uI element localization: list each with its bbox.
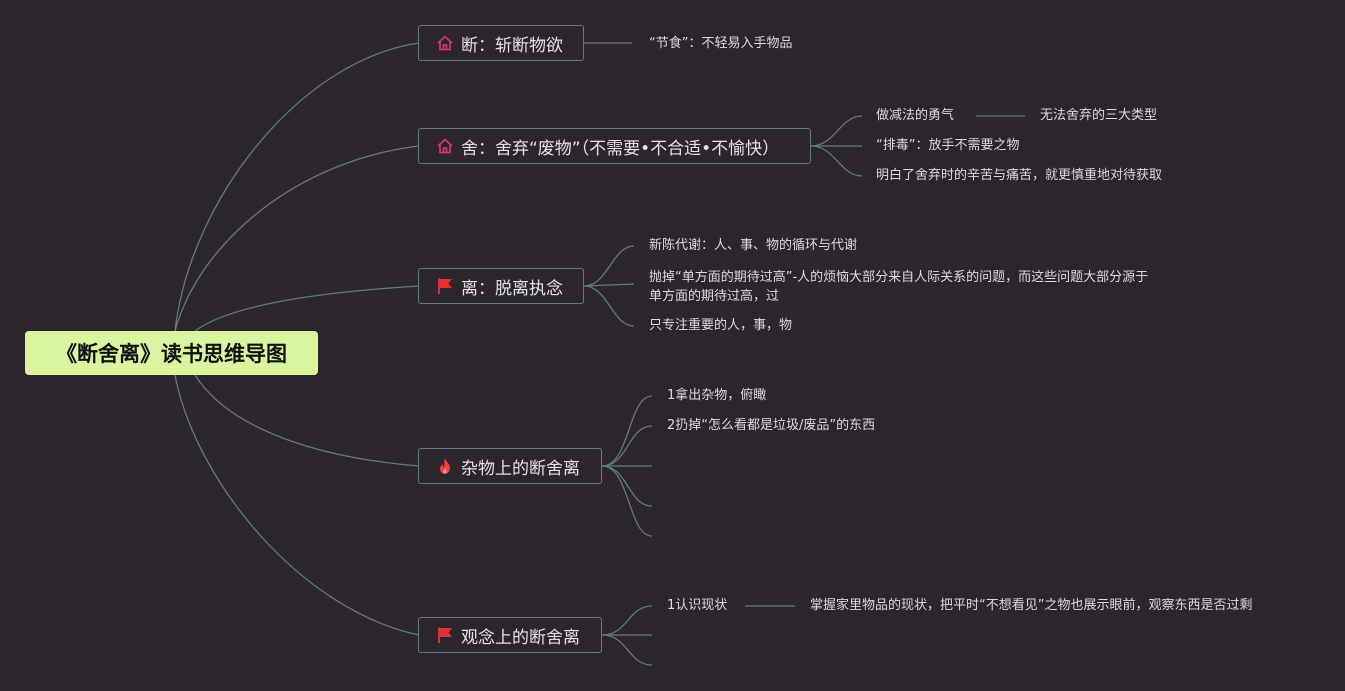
leaf-b4-1[interactable]: 1拿出杂物，俯瞰 [667,388,767,403]
leaf-b3-3[interactable]: 只专注重要的人，事，物 [649,318,793,333]
link-b4-l2 [601,425,653,467]
branch-clutter[interactable]: 杂物上的断舍离 [418,448,602,484]
branch-label: 观念上的断舍离 [461,627,580,648]
home-icon [435,136,455,156]
flag-icon [435,276,455,296]
fire-icon [435,456,455,476]
link-b3-l1 [583,245,635,287]
link-b5-l1 [601,605,653,636]
link-root-b2 [174,145,420,332]
branch-label: 离：脱离执念 [461,278,563,299]
branch-she[interactable]: 舍：舍弃“废物”（不需要•不合适•不愉快） [418,128,811,164]
leaf-b4-2[interactable]: 2扔掉“怎么看都是垃圾/废品”的东西 [667,418,876,433]
root-title: 《断舍离》读书思维导图 [56,342,287,366]
leaf-b2-3[interactable]: 明白了舍弃时的辛苦与痛苦，就更慎重地对待获取 [876,168,1163,183]
link-b5-l3 [601,634,653,666]
branch-li[interactable]: 离：脱离执念 [418,268,584,304]
branch-label: 杂物上的断舍离 [461,458,580,479]
root-topic[interactable]: 《断舍离》读书思维导图 [25,331,318,375]
link-b3-l2 [583,283,635,287]
link-root-b4 [194,374,420,467]
leaf-b5-1a[interactable]: 掌握家里物品的现状，把平时“不想看见”之物也展示眼前，观察东西是否过剩 [810,598,1253,613]
flag-icon [435,625,455,645]
branch-mindset[interactable]: 观念上的断舍离 [418,617,602,653]
leaf-b2-2[interactable]: “排毒”：放手不需要之物 [876,138,1020,153]
link-b4-l4 [601,465,653,507]
leaf-b2-1[interactable]: 做减法的勇气 [876,108,955,123]
branch-label: 断：斩断物欲 [461,35,563,56]
leaf-b5-1[interactable]: 1认识现状 [667,598,728,613]
link-b2-l3 [810,145,863,177]
leaf-b2-1a[interactable]: 无法舍弃的三大类型 [1040,108,1158,123]
branch-label: 舍：舍弃“废物”（不需要•不合适•不愉快） [461,138,780,159]
leaf-b3-1[interactable]: 新陈代谢：人、事、物的循环与代谢 [649,238,858,253]
link-b4-l5 [601,465,653,537]
link-b2-l1 [810,115,863,147]
link-b4-l1 [601,395,653,467]
link-root-b5 [174,374,420,636]
branch-duan[interactable]: 断：斩断物欲 [418,25,584,61]
link-root-b1 [174,42,420,332]
leaf-b1-1[interactable]: “节食”：不轻易入手物品 [649,36,793,51]
link-b3-l3 [583,285,635,327]
leaf-b3-2[interactable]: 抛掉“单方面的期待过高”-人的烦恼大部分来自人际关系的问题，而这些问题大部分源于… [649,270,1149,304]
link-root-b3 [194,285,420,332]
home-icon [435,33,455,53]
